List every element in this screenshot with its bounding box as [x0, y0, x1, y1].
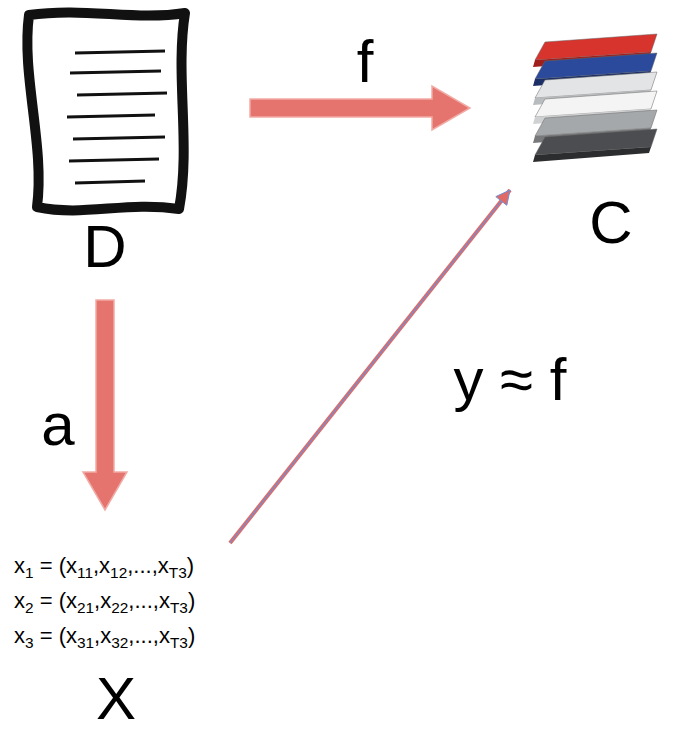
tray — [533, 129, 657, 162]
edge-label: y ≈ f — [450, 350, 571, 410]
node-letter: D — [15, 217, 195, 277]
page-line — [75, 51, 165, 53]
page-line — [77, 93, 167, 95]
vector-row: x1 = (x11,x12,...,xT3) — [8, 548, 318, 583]
document-picture — [15, 5, 195, 220]
feature-vectors: x1 = (x11,x12,...,xT3)x2 = (x21,x22,...,… — [8, 548, 318, 744]
arrow-shape — [83, 300, 127, 510]
page-line — [67, 115, 155, 117]
mapping-arrow — [83, 300, 127, 510]
page-line — [70, 71, 161, 73]
page-line — [69, 159, 159, 161]
vector-row: x3 = (x31,x32,...,xT3) — [8, 618, 318, 653]
vector-row: x2 = (x21,x22,...,xT3) — [8, 583, 318, 618]
edge-label: f — [353, 32, 378, 92]
node-letter: C — [515, 193, 667, 253]
mapping-arrow — [250, 86, 470, 130]
arrow-head — [496, 190, 510, 205]
arrow-shape — [250, 86, 470, 130]
page-outline — [27, 12, 185, 210]
document-icon: D — [15, 5, 195, 287]
tray-stack-icon: C — [515, 28, 667, 260]
edge-label: a — [37, 395, 78, 455]
node-letter: X — [8, 667, 318, 731]
tray-picture — [515, 28, 667, 178]
page-line — [75, 181, 145, 183]
page-line — [73, 137, 165, 139]
